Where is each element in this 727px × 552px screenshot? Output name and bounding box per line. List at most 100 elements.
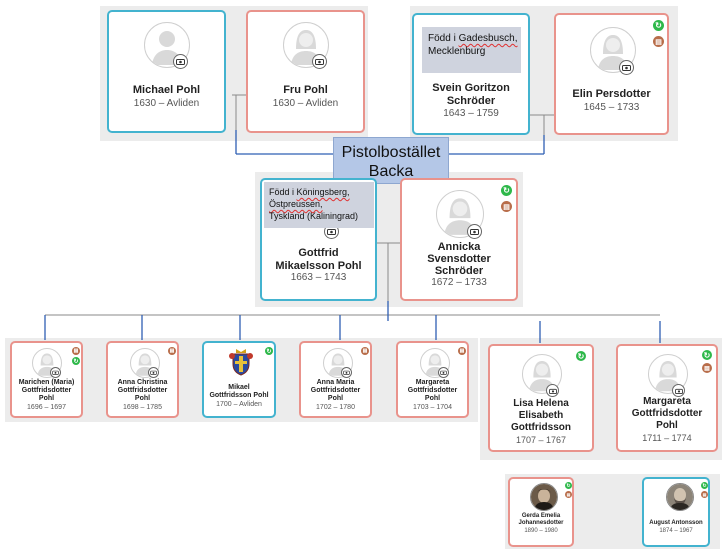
person-card-child-6[interactable]: ↻ Lisa Helena Elisabeth Gottfridsson 170… — [488, 344, 594, 452]
hint-leaf-icon[interactable]: ↻ — [701, 482, 708, 489]
person-name-line1: Mikael — [228, 384, 250, 391]
camera-icon[interactable] — [467, 224, 482, 239]
person-name-line3: Schröder — [434, 265, 484, 277]
record-document-icon[interactable]: ▤ — [501, 201, 512, 212]
person-name-line2: Gottfridsson Pohl — [209, 392, 269, 399]
record-document-icon[interactable]: ▤ — [565, 491, 572, 498]
note-place: Gadesbusch, — [458, 33, 518, 44]
person-card-fru-pohl[interactable]: Fru Pohl 1630 – Avliden — [246, 10, 365, 133]
note-place: Köningsberg, — [296, 187, 350, 197]
birthplace-note-gottfrid: Född i Köningsberg, Östpreussen, Tysklan… — [264, 182, 374, 228]
person-name-line1: August Antonsson — [649, 520, 703, 526]
hint-leaf-icon[interactable]: ↻ — [72, 357, 80, 365]
record-document-icon[interactable]: ▤ — [702, 363, 712, 373]
record-document-icon[interactable]: ▤ — [72, 347, 80, 355]
person-dates: 1702 – 1780 — [316, 404, 355, 411]
person-name-line2: Gottfridsdotter — [631, 408, 703, 419]
hint-leaf-icon[interactable]: ↻ — [565, 482, 572, 489]
person-dates: 1645 – 1733 — [583, 102, 640, 113]
record-document-icon[interactable]: ▤ — [653, 36, 664, 47]
person-dates: 1703 – 1704 — [413, 404, 452, 411]
camera-icon[interactable] — [50, 367, 61, 378]
record-document-icon[interactable]: ▤ — [168, 347, 176, 355]
person-card-michael-pohl[interactable]: Michael Pohl 1630 – Avliden — [107, 10, 226, 133]
camera-icon[interactable] — [546, 384, 559, 397]
female-avatar-icon — [436, 190, 484, 238]
person-name-line1: Marichen (Maria) — [18, 379, 75, 386]
person-card-annicka-schroder[interactable]: ↻ ▤ Annicka Svensdotter Schröder 1672 – … — [400, 178, 518, 301]
hint-leaf-icon[interactable]: ↻ — [576, 351, 586, 361]
female-avatar-icon — [130, 348, 160, 378]
person-dates: 1696 – 1697 — [27, 404, 66, 411]
person-name-line3: Gottfridsson — [511, 422, 571, 433]
person-name-line3: Pohl — [134, 395, 151, 402]
person-name-line2: Svensdotter — [427, 253, 491, 265]
coat-of-arms-icon — [228, 348, 254, 376]
person-card-child-2[interactable]: ▤ Anna Christina Gottfridsdotter Pohl 16… — [106, 341, 179, 418]
hint-leaf-icon[interactable]: ↻ — [702, 350, 712, 360]
camera-icon[interactable] — [619, 60, 634, 75]
person-dates: 1698 – 1785 — [123, 404, 162, 411]
person-name-line2: Johannesdotter — [518, 520, 564, 526]
record-document-icon[interactable]: ▤ — [361, 347, 369, 355]
person-name-line2: Schröder — [446, 95, 496, 107]
camera-icon[interactable] — [672, 384, 685, 397]
hint-leaf-icon[interactable]: ↻ — [265, 347, 273, 355]
camera-icon[interactable] — [173, 54, 188, 69]
hint-leaf-icon[interactable]: ↻ — [653, 20, 664, 31]
person-name-line1: Gottfrid — [298, 247, 339, 259]
person-name-line1: Margareta — [415, 379, 450, 386]
person-card-elin-persdotter[interactable]: ↻ ▤ Elin Persdotter 1645 – 1733 — [554, 13, 669, 135]
camera-icon[interactable] — [148, 367, 159, 378]
person-dates: 1630 – Avliden — [272, 98, 339, 109]
person-name-line1: Anna Christina — [117, 379, 168, 386]
person-name-line3: Pohl — [424, 395, 441, 402]
person-name-line1: Anna Maria — [316, 379, 355, 386]
person-card-child-4[interactable]: ▤ Anna Maria Gottfridsdotter Pohl 1702 –… — [299, 341, 372, 418]
person-name-line2: Gottfridsdotter — [407, 387, 458, 394]
person-name-line1: Lisa Helena — [513, 398, 569, 409]
person-card-child-1[interactable]: ▤ ↻ Marichen (Maria) Gottfridsdotter Poh… — [10, 341, 83, 418]
note-prefix: Född i — [428, 33, 459, 44]
person-name-line3: Pohl — [38, 395, 55, 402]
female-avatar-icon — [283, 22, 329, 68]
photo-portrait-man — [666, 483, 694, 511]
person-name: Elin Persdotter — [572, 88, 651, 100]
person-dates: 1874 – 1967 — [659, 528, 693, 534]
person-card-child-3[interactable]: ↻ Mikael Gottfridsson Pohl 1700 – Avlide… — [202, 341, 276, 418]
person-name-line1: Margareta — [643, 396, 691, 407]
farm-label-box: Pistolbostället Backa — [333, 137, 449, 184]
person-name-line2: Gottfridsdotter — [310, 387, 361, 394]
female-avatar-icon — [420, 348, 450, 378]
farm-label-line2: Backa — [368, 163, 414, 180]
person-card-august-antonsson[interactable]: ↻ ▤ August Antonsson 1874 – 1967 — [642, 477, 710, 547]
record-document-icon[interactable]: ▤ — [458, 347, 466, 355]
hint-leaf-icon[interactable]: ↻ — [501, 185, 512, 196]
note-region: Mecklenburg — [428, 46, 486, 57]
person-name-line2: Gottfridsdotter — [117, 387, 168, 394]
person-name-line3: Pohl — [327, 395, 344, 402]
note-country: Tyskland (Kaliningrad) — [269, 211, 359, 221]
person-name: Michael Pohl — [132, 84, 201, 96]
person-card-child-5[interactable]: ▤ Margareta Gottfridsdotter Pohl 1703 – … — [396, 341, 469, 418]
person-name-line1: Gerda Emelia — [521, 513, 561, 519]
camera-icon[interactable] — [438, 367, 449, 378]
person-dates: 1711 – 1774 — [642, 433, 692, 443]
camera-icon[interactable] — [341, 367, 352, 378]
farm-label-line1: Pistolbostället — [341, 144, 441, 161]
person-dates: 1663 – 1743 — [290, 272, 347, 283]
camera-icon[interactable] — [312, 54, 327, 69]
person-name: Fru Pohl — [283, 84, 328, 96]
person-card-child-7[interactable]: ↻ ▤ Margareta Gottfridsdotter Pohl 1711 … — [616, 344, 718, 452]
record-document-icon[interactable]: ▤ — [701, 491, 708, 498]
person-name-line1: Annicka — [437, 241, 481, 253]
person-name-line3: Pohl — [656, 420, 678, 431]
female-avatar-icon — [522, 354, 562, 394]
person-name-line2: Gottfridsdotter — [21, 387, 72, 394]
note-prefix: Född i — [269, 187, 297, 197]
person-card-gerda-emelia[interactable]: ↻ ▤ Gerda Emelia Johannesdotter 1890 – 1… — [508, 477, 574, 547]
female-avatar-icon — [590, 27, 636, 73]
person-name-line2: Mikaelsson Pohl — [275, 260, 362, 272]
photo-portrait-woman — [530, 483, 558, 511]
